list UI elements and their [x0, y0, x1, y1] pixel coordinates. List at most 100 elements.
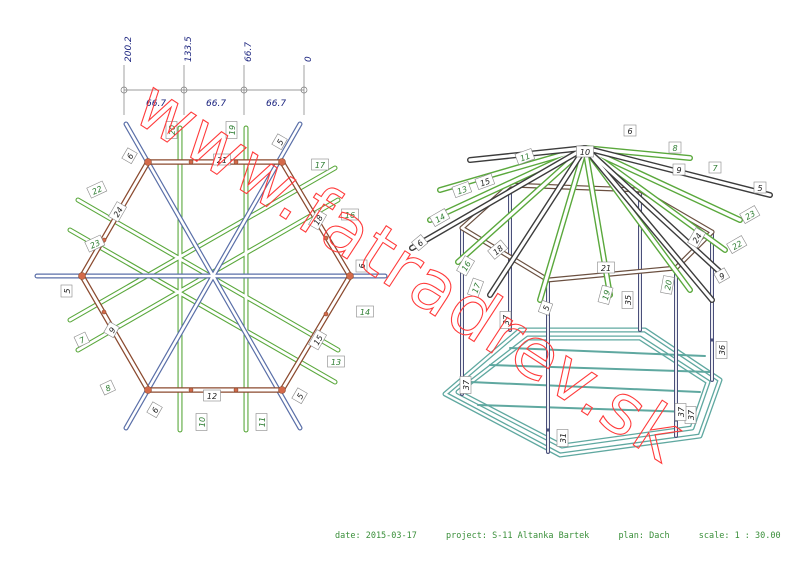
- part-label: 9: [713, 267, 731, 284]
- part-label-text: 14: [360, 308, 370, 317]
- part-label: 24: [108, 201, 127, 223]
- footer-scale: scale: 1 : 30.00: [698, 531, 781, 541]
- part-label-text: 15: [312, 334, 325, 347]
- part-label-text: 5: [63, 288, 72, 293]
- footer-plan: plan: Dach: [618, 531, 670, 541]
- part-label-text: 21: [217, 156, 227, 165]
- title-block: date: 2015-03-17 project: S-11 Altanka B…: [335, 531, 800, 545]
- part-label: 22: [726, 235, 748, 254]
- part-label: 17: [311, 158, 329, 171]
- part-label-text: 19: [228, 125, 237, 135]
- part-label-text: 16: [460, 260, 473, 273]
- part-label-text: 22: [731, 239, 744, 252]
- part-label: 5: [271, 133, 288, 151]
- part-label-text: 8: [104, 383, 112, 393]
- part-label: 18: [308, 209, 327, 231]
- part-label: 18: [487, 239, 509, 260]
- part-label: 23: [739, 205, 761, 224]
- part-label: 19: [225, 121, 238, 139]
- part-label: 6: [623, 124, 637, 137]
- part-label: 14: [429, 208, 451, 227]
- part-label-text: 9: [676, 166, 681, 175]
- part-label-text: 9: [718, 271, 727, 281]
- part-label: 10: [195, 413, 208, 431]
- part-label-text: 24: [691, 232, 704, 245]
- dim-segment-1: 66.7: [206, 99, 226, 109]
- part-label-text: 10: [580, 148, 590, 157]
- part-label: 11: [514, 148, 536, 165]
- part-label-text: 6: [150, 406, 160, 415]
- part-label-text: 6: [627, 127, 632, 136]
- part-label: 20: [660, 275, 675, 295]
- dim-cumulative-2: 66.7: [244, 42, 254, 62]
- part-label-text: 37: [502, 314, 511, 325]
- part-label: 31: [556, 429, 569, 447]
- part-label: 8: [668, 141, 682, 154]
- part-label: 6: [355, 259, 368, 273]
- part-label: 12: [203, 389, 221, 402]
- part-label-text: 11: [519, 151, 532, 163]
- part-label: 17: [467, 277, 484, 299]
- part-label: 37: [459, 376, 472, 394]
- part-label: 23: [84, 234, 106, 253]
- part-label: 11: [255, 413, 268, 431]
- part-label-text: 15: [479, 176, 492, 188]
- part-label-text: 31: [559, 433, 568, 443]
- part-label-text: 13: [456, 184, 469, 196]
- part-label-text: 22: [91, 184, 104, 196]
- part-label-text: 20: [168, 125, 177, 135]
- part-label-text: 9: [107, 326, 117, 335]
- part-label: 8: [99, 379, 116, 396]
- dim-segment-2: 66.7: [266, 99, 286, 109]
- part-label-text: 23: [89, 238, 102, 250]
- part-label-text: 11: [258, 417, 267, 427]
- part-label: 19: [597, 284, 614, 305]
- part-label-text: 6: [358, 263, 367, 268]
- part-label-text: 5: [295, 392, 305, 401]
- part-label: 6: [411, 234, 429, 252]
- part-label-text: 5: [275, 138, 285, 147]
- part-label: 15: [308, 329, 327, 351]
- footer-project: project: S-11 Altanka Bartek: [446, 531, 590, 541]
- part-label: 9: [672, 163, 686, 176]
- part-label-text: 7: [78, 335, 87, 346]
- part-label-text: 17: [315, 161, 326, 170]
- dim-cumulative-3: 0: [304, 56, 314, 62]
- dim-segment-0: 66.7: [146, 99, 166, 109]
- part-label-text: 5: [757, 184, 762, 193]
- part-label-text: 18: [312, 214, 325, 227]
- part-label-text: 35: [624, 295, 633, 305]
- part-label-text: 23: [744, 209, 757, 222]
- part-label: 6: [121, 147, 138, 165]
- part-label: 9: [103, 321, 120, 339]
- part-label: 35: [621, 291, 634, 309]
- part-label: 16: [341, 208, 359, 221]
- part-label-text: 19: [601, 289, 612, 301]
- part-label: 14: [356, 305, 374, 318]
- part-label-text: 37: [462, 379, 471, 390]
- part-label-text: 36: [718, 345, 727, 355]
- part-label: 37: [499, 311, 512, 329]
- part-label: 21: [213, 153, 231, 166]
- part-label-text: 20: [663, 279, 674, 291]
- footer-date: date: 2015-03-17: [335, 531, 417, 541]
- dimension-lines: [120, 65, 308, 115]
- part-label: 5: [60, 284, 73, 298]
- part-label: 36: [715, 341, 728, 359]
- part-label-text: 16: [345, 211, 355, 220]
- part-label: 13: [451, 181, 473, 198]
- part-label: 7: [73, 331, 90, 348]
- plan-view: [34, 121, 388, 433]
- part-label-text: 6: [415, 238, 425, 248]
- part-label-text: 37: [687, 409, 696, 420]
- part-label-text: 10: [198, 417, 207, 427]
- part-label-text: 6: [125, 152, 135, 161]
- iso-view: [409, 145, 773, 458]
- part-label-text: 5: [541, 304, 551, 312]
- part-label-text: 17: [470, 281, 482, 294]
- part-label: 7: [708, 161, 722, 174]
- part-label-text: 8: [672, 144, 677, 153]
